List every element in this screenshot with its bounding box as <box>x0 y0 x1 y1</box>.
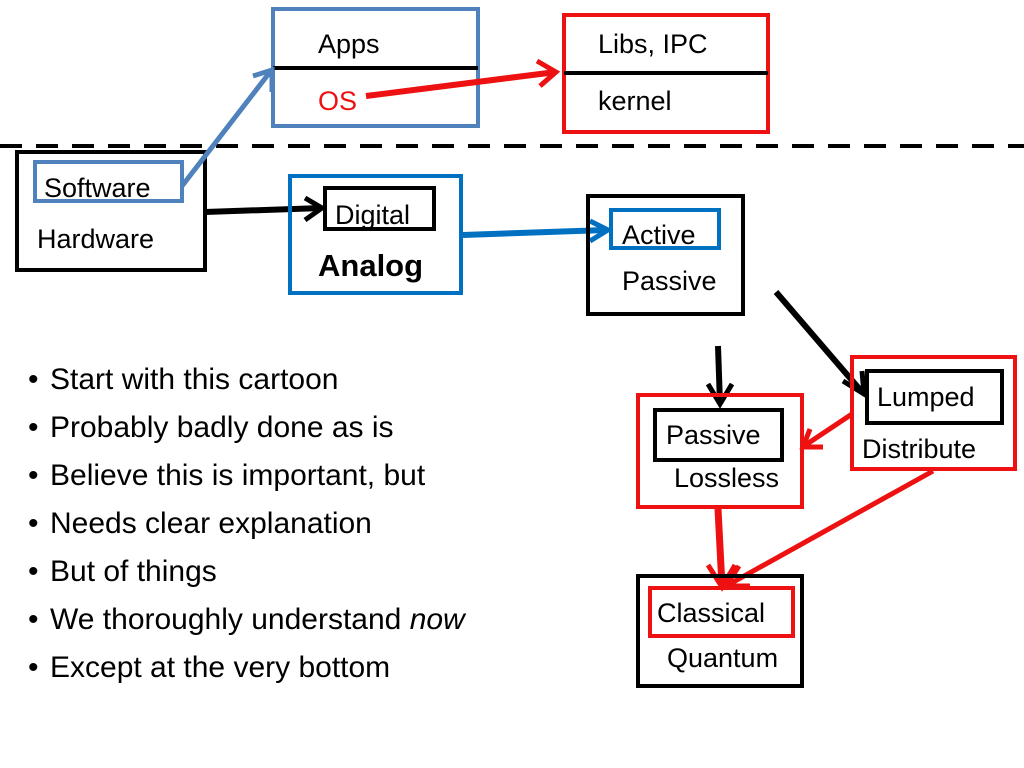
bullet-text: But of things <box>50 555 217 588</box>
os-label: OS <box>318 86 358 116</box>
bullet-dot: • <box>28 459 39 492</box>
distribute-to-classical-arrow <box>726 468 935 588</box>
analog-label: Analog <box>318 248 424 283</box>
digital-label: Digital <box>335 200 411 230</box>
passive-label-2: Passive <box>666 420 761 450</box>
bullet-dot: • <box>28 651 39 684</box>
apps-label: Apps <box>318 29 380 59</box>
lumped-inner-box <box>865 369 1004 425</box>
bullet-item: • Believe this is important, but <box>28 456 465 504</box>
passive-label-1: Passive <box>622 266 717 296</box>
bullet-dot: • <box>28 555 39 588</box>
hardware-to-digital-arrow <box>204 205 323 215</box>
digital-analog-box <box>288 174 463 295</box>
lumped-distribute-box <box>850 355 1017 471</box>
passive-inner-box <box>653 408 784 462</box>
lumped-to-passive-arrowhead <box>799 428 823 450</box>
bullet-text: Believe this is important, but <box>50 459 426 492</box>
bullet-dot: • <box>28 411 39 444</box>
bullet-text: Probably badly done as is <box>50 411 394 444</box>
active-passive-box <box>586 194 745 316</box>
classical-quantum-box <box>636 574 804 688</box>
bullet-item: • But of things <box>28 552 465 600</box>
lumped-label: Lumped <box>877 382 975 412</box>
quantum-label: Quantum <box>667 643 779 673</box>
bullet-item: • Needs clear explanation <box>28 504 465 552</box>
bullet-dot: • <box>28 363 39 396</box>
active-label: Active <box>622 220 696 250</box>
bullet-text: Needs clear explanation <box>50 507 372 540</box>
bullet-item: • Start with this cartoon <box>28 360 465 408</box>
bullet-text: Except at the very bottom <box>50 651 391 684</box>
passive-down-arrowhead <box>705 382 735 409</box>
classical-label: Classical <box>657 598 766 628</box>
hardware-label: Hardware <box>37 224 155 254</box>
software-to-os-arrow <box>180 70 272 188</box>
os-to-libs-arrowhead <box>535 58 561 88</box>
os-to-libs-arrow <box>365 69 557 99</box>
lossless-to-classical-arrow <box>714 508 726 587</box>
software-to-os-arrowhead <box>252 66 275 92</box>
bullet-text: Start with this cartoon <box>50 363 339 396</box>
libs-ipc-label: Libs, IPC <box>598 29 708 59</box>
passive-to-lumped-arrow <box>773 290 865 394</box>
hardware-to-digital-arrowhead <box>303 195 327 223</box>
kernel-label: kernel <box>598 86 672 116</box>
lossless-label: Lossless <box>674 463 780 493</box>
bullet-dot: • <box>28 603 39 636</box>
bullet-item: • We thoroughly understand now <box>28 600 465 648</box>
bullet-list: • Start with this cartoon • Probably badly… <box>28 360 465 696</box>
software-label: Software <box>44 173 151 203</box>
passive-lossless-box <box>636 393 804 509</box>
software-highlight-box <box>33 160 184 203</box>
analog-to-active-arrowhead <box>588 218 614 244</box>
bullet-text: We thoroughly understand <box>50 603 410 636</box>
bullet-dot: • <box>28 507 39 540</box>
bullet-item: • Probably badly done as is <box>28 408 465 456</box>
bullet-emphasis: now <box>409 603 465 636</box>
distribute-label: Distribute <box>862 434 977 464</box>
bullet-item: • Except at the very bottom <box>28 648 465 696</box>
classical-inner-box <box>648 586 795 638</box>
lumped-to-passive-arrow <box>802 411 854 449</box>
active-inner-box <box>609 208 721 250</box>
digital-inner-box <box>323 186 436 231</box>
analog-to-active-arrow <box>462 227 607 238</box>
